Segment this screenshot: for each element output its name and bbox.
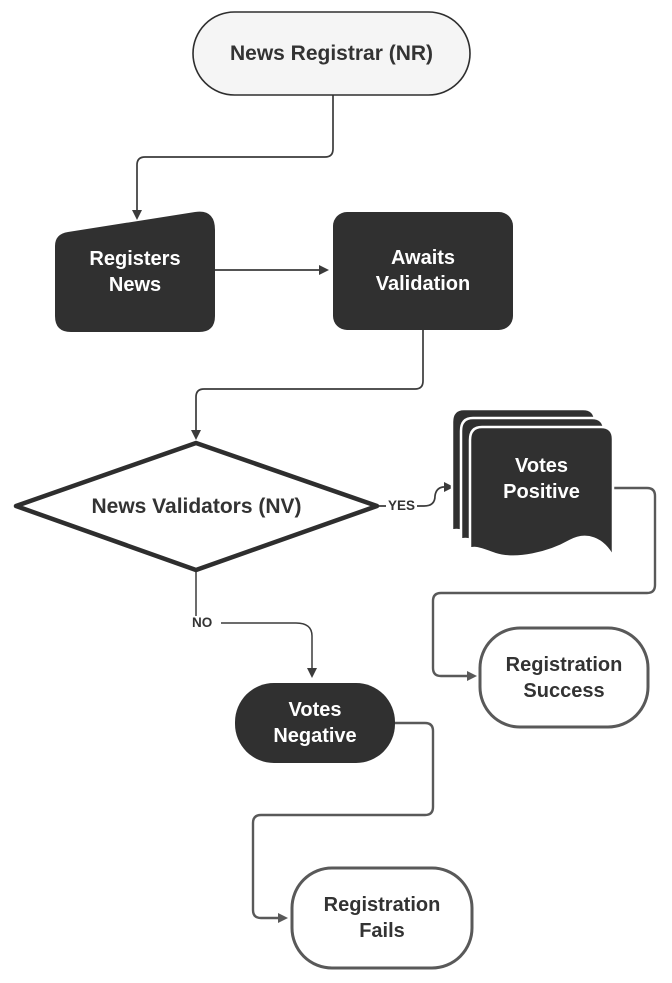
node-news-validators[interactable] <box>13 440 380 573</box>
edge-yes-to-votes-positive <box>377 482 454 507</box>
node-registers-news[interactable] <box>55 211 215 332</box>
node-votes-positive[interactable] <box>450 407 615 558</box>
edge-no-to-votes-negative <box>221 622 317 678</box>
votes-positive-doc-front <box>468 425 615 558</box>
node-news-registrar[interactable] <box>192 11 471 96</box>
node-votes-negative[interactable] <box>235 683 395 763</box>
edge-registrar-to-registers <box>132 95 334 220</box>
node-awaits-validation[interactable] <box>333 212 513 330</box>
node-registration-success[interactable] <box>478 626 650 729</box>
edge-votes-negative-to-fails <box>251 721 435 923</box>
edge-votes-positive-to-success <box>431 486 657 681</box>
edge-awaits-to-validators <box>191 330 424 440</box>
node-registration-fails[interactable] <box>290 866 474 970</box>
